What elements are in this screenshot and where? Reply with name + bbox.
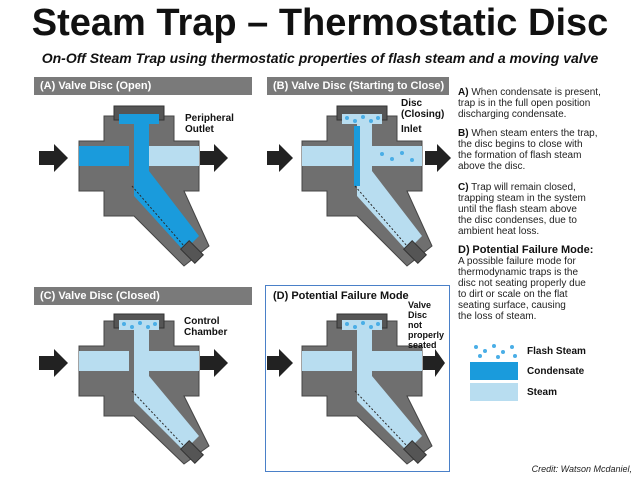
trap-diagram-d xyxy=(267,313,445,465)
legend-label-steam: Steam xyxy=(527,387,558,398)
panel-d-frame xyxy=(265,285,450,472)
legend-label-flash-steam: Flash Steam xyxy=(527,346,586,357)
callout-disc-closing: Disc (Closing) xyxy=(401,98,445,120)
description-c: C) Trap will remain closed, trapping ste… xyxy=(458,182,586,237)
condensate-swatch xyxy=(470,362,518,380)
description-d: D) Potential Failure Mode: A possible fa… xyxy=(458,244,594,323)
callout-valve-disc-not-seated: Valve Disc not properly seated xyxy=(408,300,445,350)
panel-b-header: (B) Valve Disc (Starting to Close) xyxy=(267,77,449,95)
trap-diagram-c xyxy=(39,313,228,465)
callout-peripheral-outlet: Peripheral Outlet xyxy=(185,113,234,135)
page-subtitle: On-Off Steam Trap using thermostatic pro… xyxy=(41,50,599,66)
flash-steam-swatch xyxy=(474,344,517,359)
callout-inlet: Inlet xyxy=(401,124,422,135)
description-b: B) When steam enters the trap, the disc … xyxy=(458,128,598,172)
trap-diagram-b xyxy=(267,105,451,267)
panel-d-header: (D) Potential Failure Mode xyxy=(273,290,409,302)
page-title: Steam Trap – Thermostatic Disc xyxy=(31,2,609,44)
description-a: A) When condensate is present, trap is i… xyxy=(458,87,601,120)
credit-text: Credit: Watson Mcdaniel, xyxy=(531,464,632,474)
steam-swatch xyxy=(470,383,518,401)
callout-control-chamber: Control Chamber xyxy=(184,316,228,338)
trap-diagram-a xyxy=(39,105,228,267)
legend-label-condensate: Condensate xyxy=(527,366,585,377)
panel-c-header: (C) Valve Disc (Closed) xyxy=(34,287,252,305)
panel-a-header: (A) Valve Disc (Open) xyxy=(34,77,252,95)
